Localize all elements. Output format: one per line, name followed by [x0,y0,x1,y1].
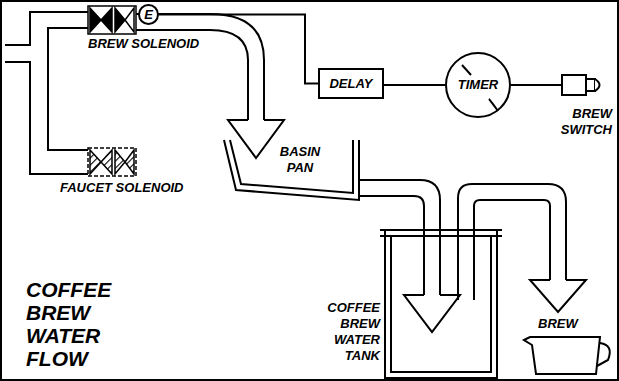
title-block: COFFEE BREW WATER FLOW [26,278,138,370]
part-label: COFFEE BREW WATER TANK [306,300,380,364]
delay-box: DELAY [318,68,384,99]
brew-outlet-arrow [458,184,586,312]
brew-water-arrow [136,14,284,158]
control-wire [384,84,445,86]
label-holder: FAUCET SOLENOID [60,180,220,196]
part-label: FAUCET SOLENOID [60,180,220,196]
basin-pan: BASIN PAN [222,138,362,202]
timer-dial: TIMER [445,52,511,118]
carafe [524,337,610,374]
coffee-brew-water-tank [380,230,502,378]
node-text: DELAY [329,76,372,92]
node-text: TIMER [458,77,498,93]
node-text: E [144,7,153,23]
label-holder: COFFEE BREW WATER TANK [306,300,380,364]
node-text: BASIN PAN [272,144,328,176]
part-label: BREW SOLENOID [88,36,228,52]
brew-switch-symbol [511,75,600,95]
diagram-title: COFFEE BREW WATER FLOW [26,278,138,370]
part-label: BREW [538,316,608,332]
brew-solenoid-symbol [88,6,136,34]
label-holder: BREW SOLENOID [88,36,228,52]
part-label: BREW SWITCH [530,106,612,138]
label-holder: BREW SWITCH [530,106,612,138]
e-terminal-circle: E [138,4,159,25]
faucet-solenoid-symbol [88,148,136,176]
supply-pipe [5,12,88,174]
label-holder: BREW [538,316,608,332]
